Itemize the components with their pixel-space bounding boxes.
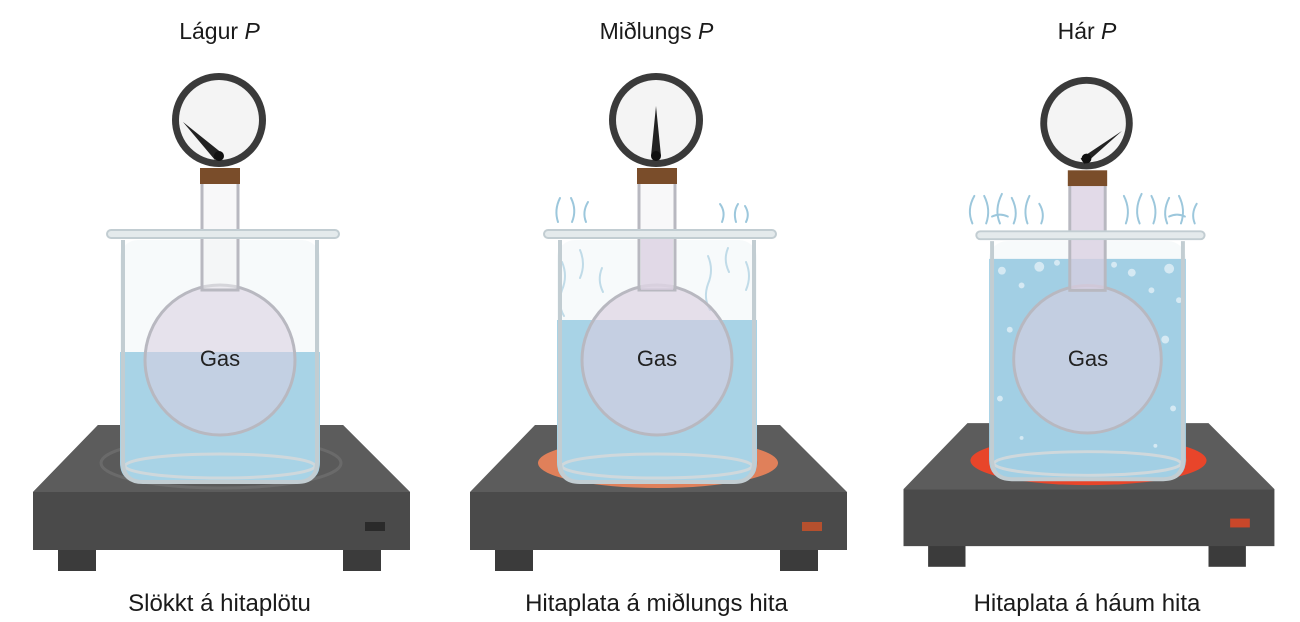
panel-title: Hár P xyxy=(874,18,1300,45)
title-word: Miðlungs xyxy=(599,18,692,44)
pressure-gauge xyxy=(609,73,703,184)
panel-low-pressure: Lágur P Gas Slökkt á hitaplötu xyxy=(3,0,436,622)
steam xyxy=(968,192,1198,225)
panel-title: Miðlungs P xyxy=(440,18,873,45)
bubbles xyxy=(996,259,1182,448)
flask xyxy=(143,178,297,437)
pressure-gauge xyxy=(1040,76,1133,187)
title-word: Hár xyxy=(1057,18,1095,44)
panel-caption: Slökkt á hitaplötu xyxy=(128,590,311,617)
apparatus-medium xyxy=(470,73,847,571)
pressure-gauge xyxy=(172,73,266,184)
gauge-needle xyxy=(651,106,661,156)
gas-label: Gas xyxy=(199,346,241,371)
flask xyxy=(580,178,734,437)
title-variable: P xyxy=(244,18,260,44)
panel-title: Lágur P xyxy=(3,18,436,45)
gas-label: Gas xyxy=(636,346,678,371)
panel-medium-pressure: Miðlungs P Gas Hitaplata á miðlungs hita xyxy=(440,0,873,622)
panel-caption: Hitaplata á miðlungs hita xyxy=(525,590,788,617)
title-variable: P xyxy=(1101,18,1117,44)
indicator-light-on xyxy=(802,522,822,531)
gas-label: Gas xyxy=(1067,346,1109,371)
title-word: Lágur xyxy=(179,18,239,44)
indicator-light-off xyxy=(365,522,385,531)
apparatus-low xyxy=(33,73,410,571)
title-variable: P xyxy=(698,18,714,44)
apparatus-high xyxy=(903,76,1275,567)
panel-caption: Hitaplata á háum hita xyxy=(973,590,1201,617)
panel-high-pressure: Hár P Gas Hitaplata á háum hita xyxy=(874,0,1300,622)
indicator-light-on xyxy=(1230,518,1250,528)
